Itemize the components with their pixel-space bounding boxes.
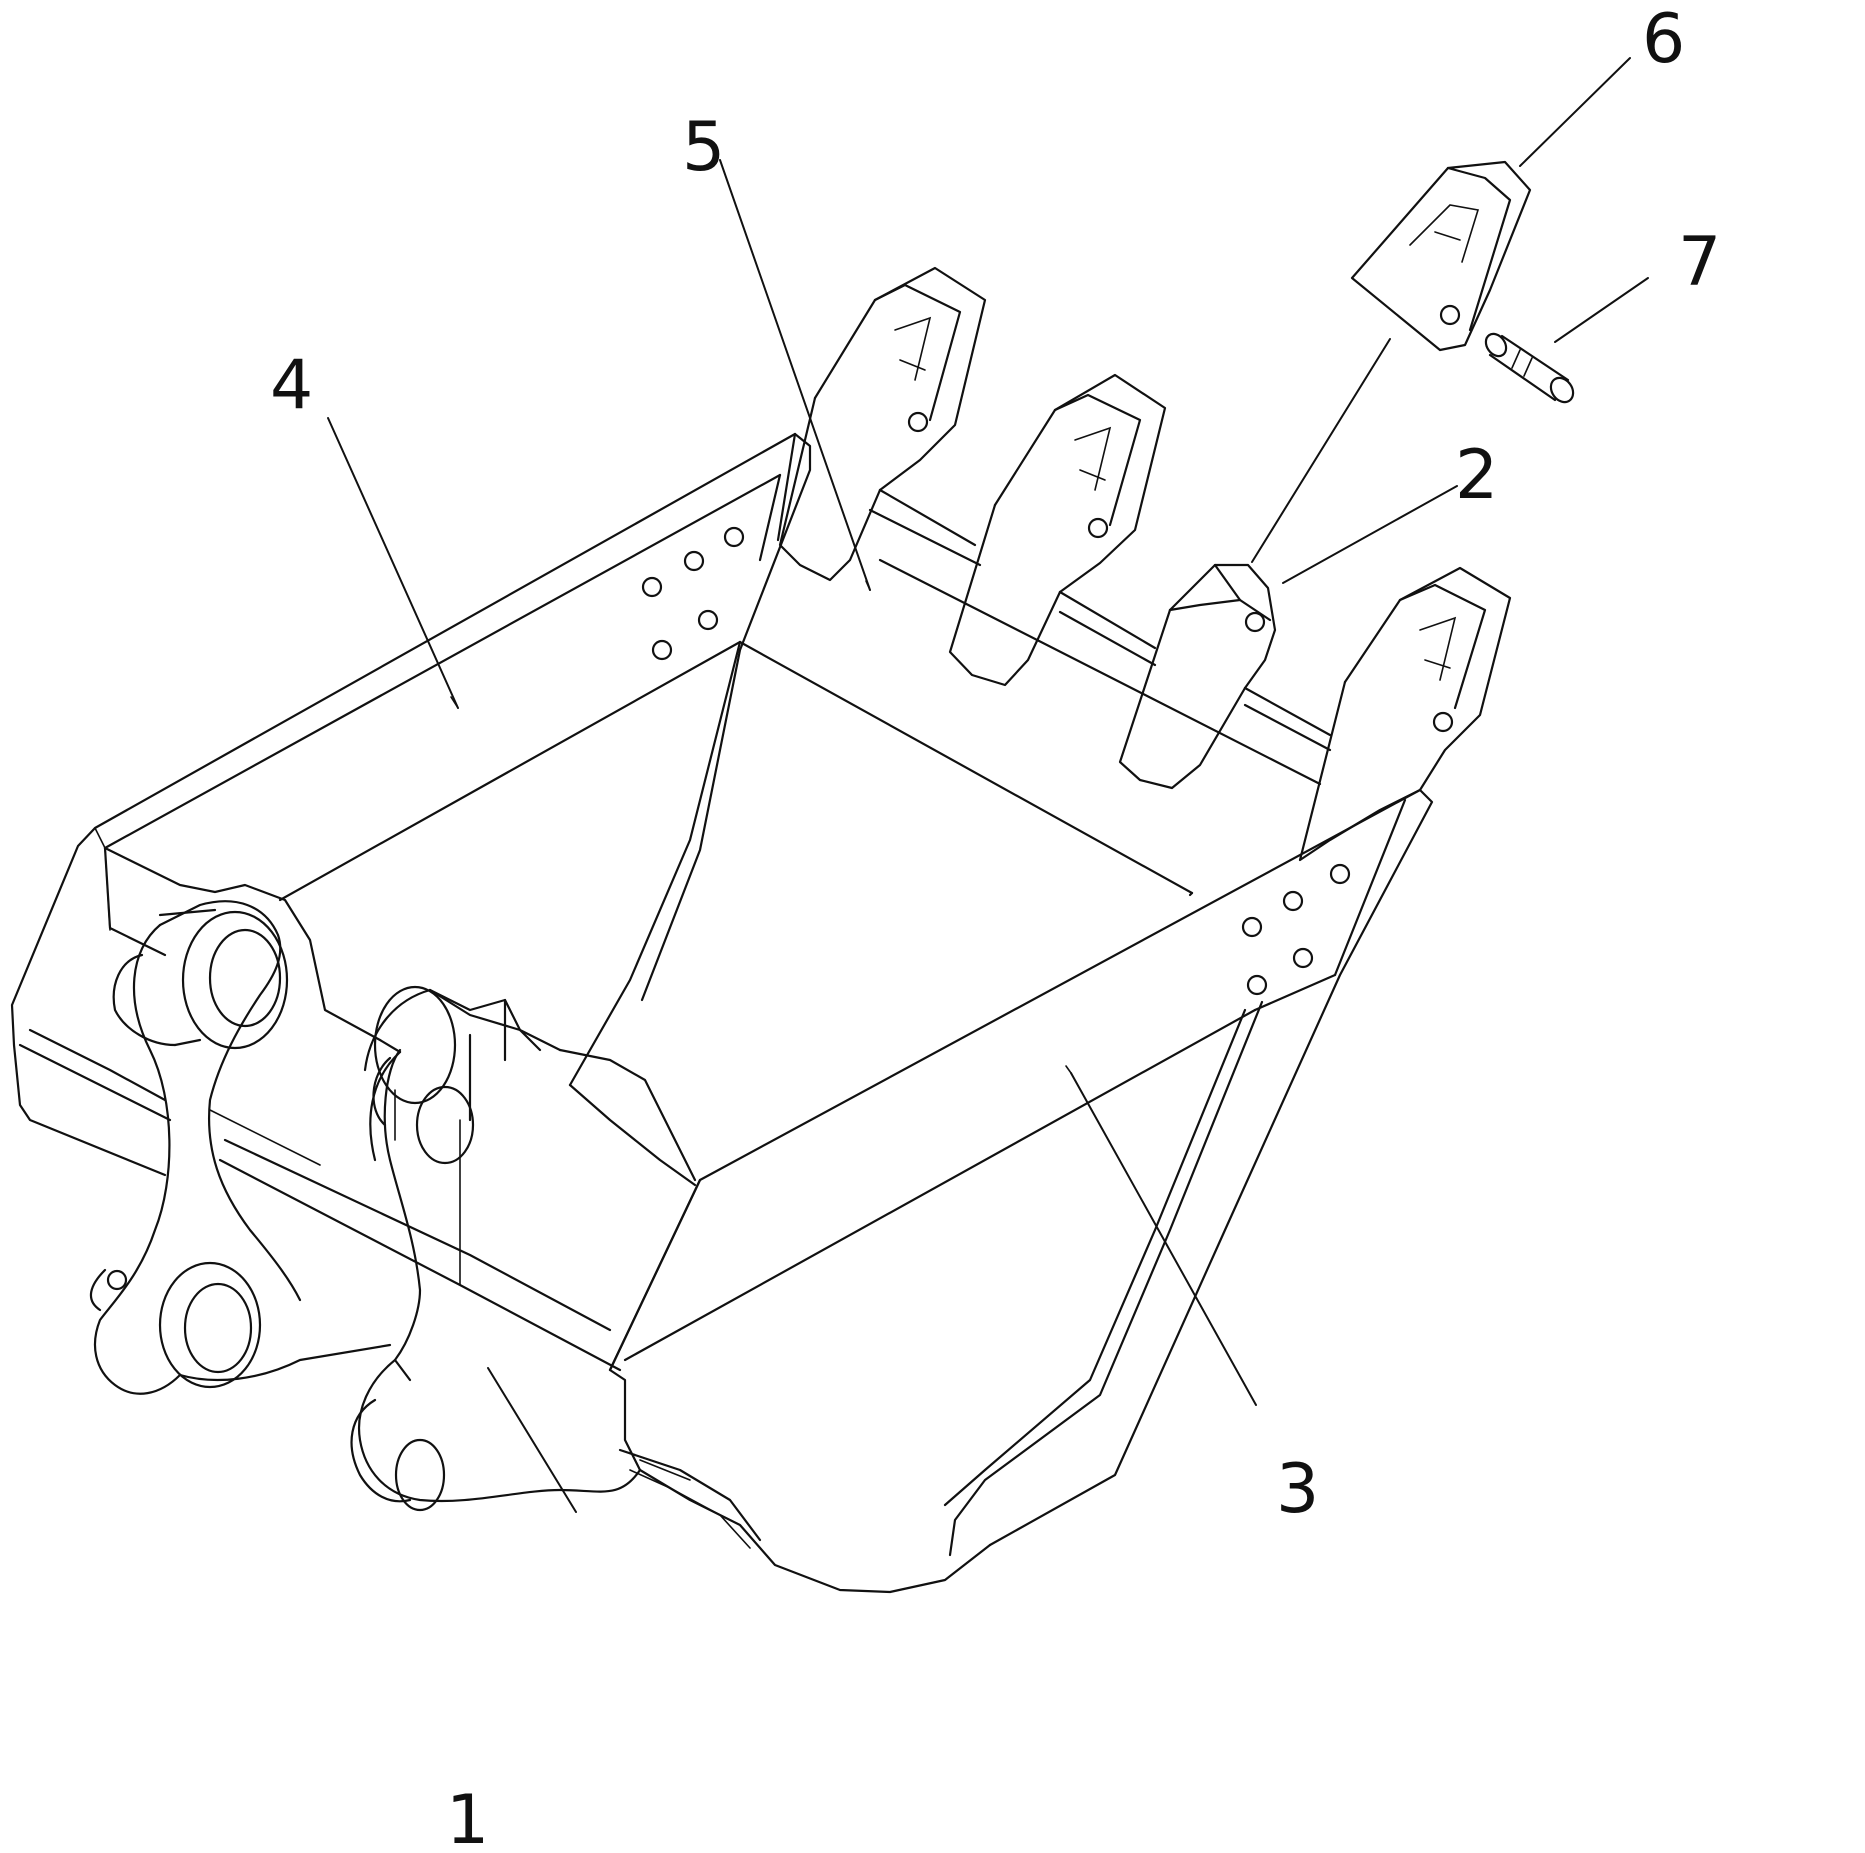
bucket-shell — [608, 1178, 992, 1594]
leader-3 — [1070, 1072, 1257, 1406]
left-side-plate — [10, 432, 812, 1177]
tooth-2 — [948, 373, 1167, 687]
leader-lines — [327, 57, 1649, 1513]
callout-5: 5 — [682, 108, 725, 187]
callout-6: 6 — [1642, 0, 1685, 79]
tooth-3 — [1298, 566, 1512, 862]
hinge-assembly — [18, 846, 697, 1512]
callout-2: 2 — [1455, 436, 1498, 515]
right-side-plate — [608, 788, 1434, 1557]
leader-1 — [487, 1367, 577, 1513]
leader-6 — [1519, 57, 1631, 167]
callout-labels: 1 2 3 4 5 6 7 — [270, 0, 1721, 1853]
callout-3: 3 — [1276, 1450, 1319, 1529]
bucket-tooth-tip — [1350, 160, 1532, 352]
leader-2 — [1282, 485, 1458, 584]
callout-1: 1 — [446, 1781, 489, 1853]
callout-4: 4 — [270, 346, 313, 425]
callout-7: 7 — [1678, 223, 1721, 302]
adapter-nose — [1118, 563, 1277, 790]
cutting-edge-and-teeth — [778, 160, 1575, 862]
leader-4 — [327, 417, 459, 709]
bucket-inner-surfaces — [568, 558, 1322, 1187]
leader-tip — [1251, 338, 1391, 563]
tooth-pin — [1484, 332, 1575, 404]
leader-5 — [719, 159, 871, 591]
leader-7 — [1554, 277, 1649, 343]
